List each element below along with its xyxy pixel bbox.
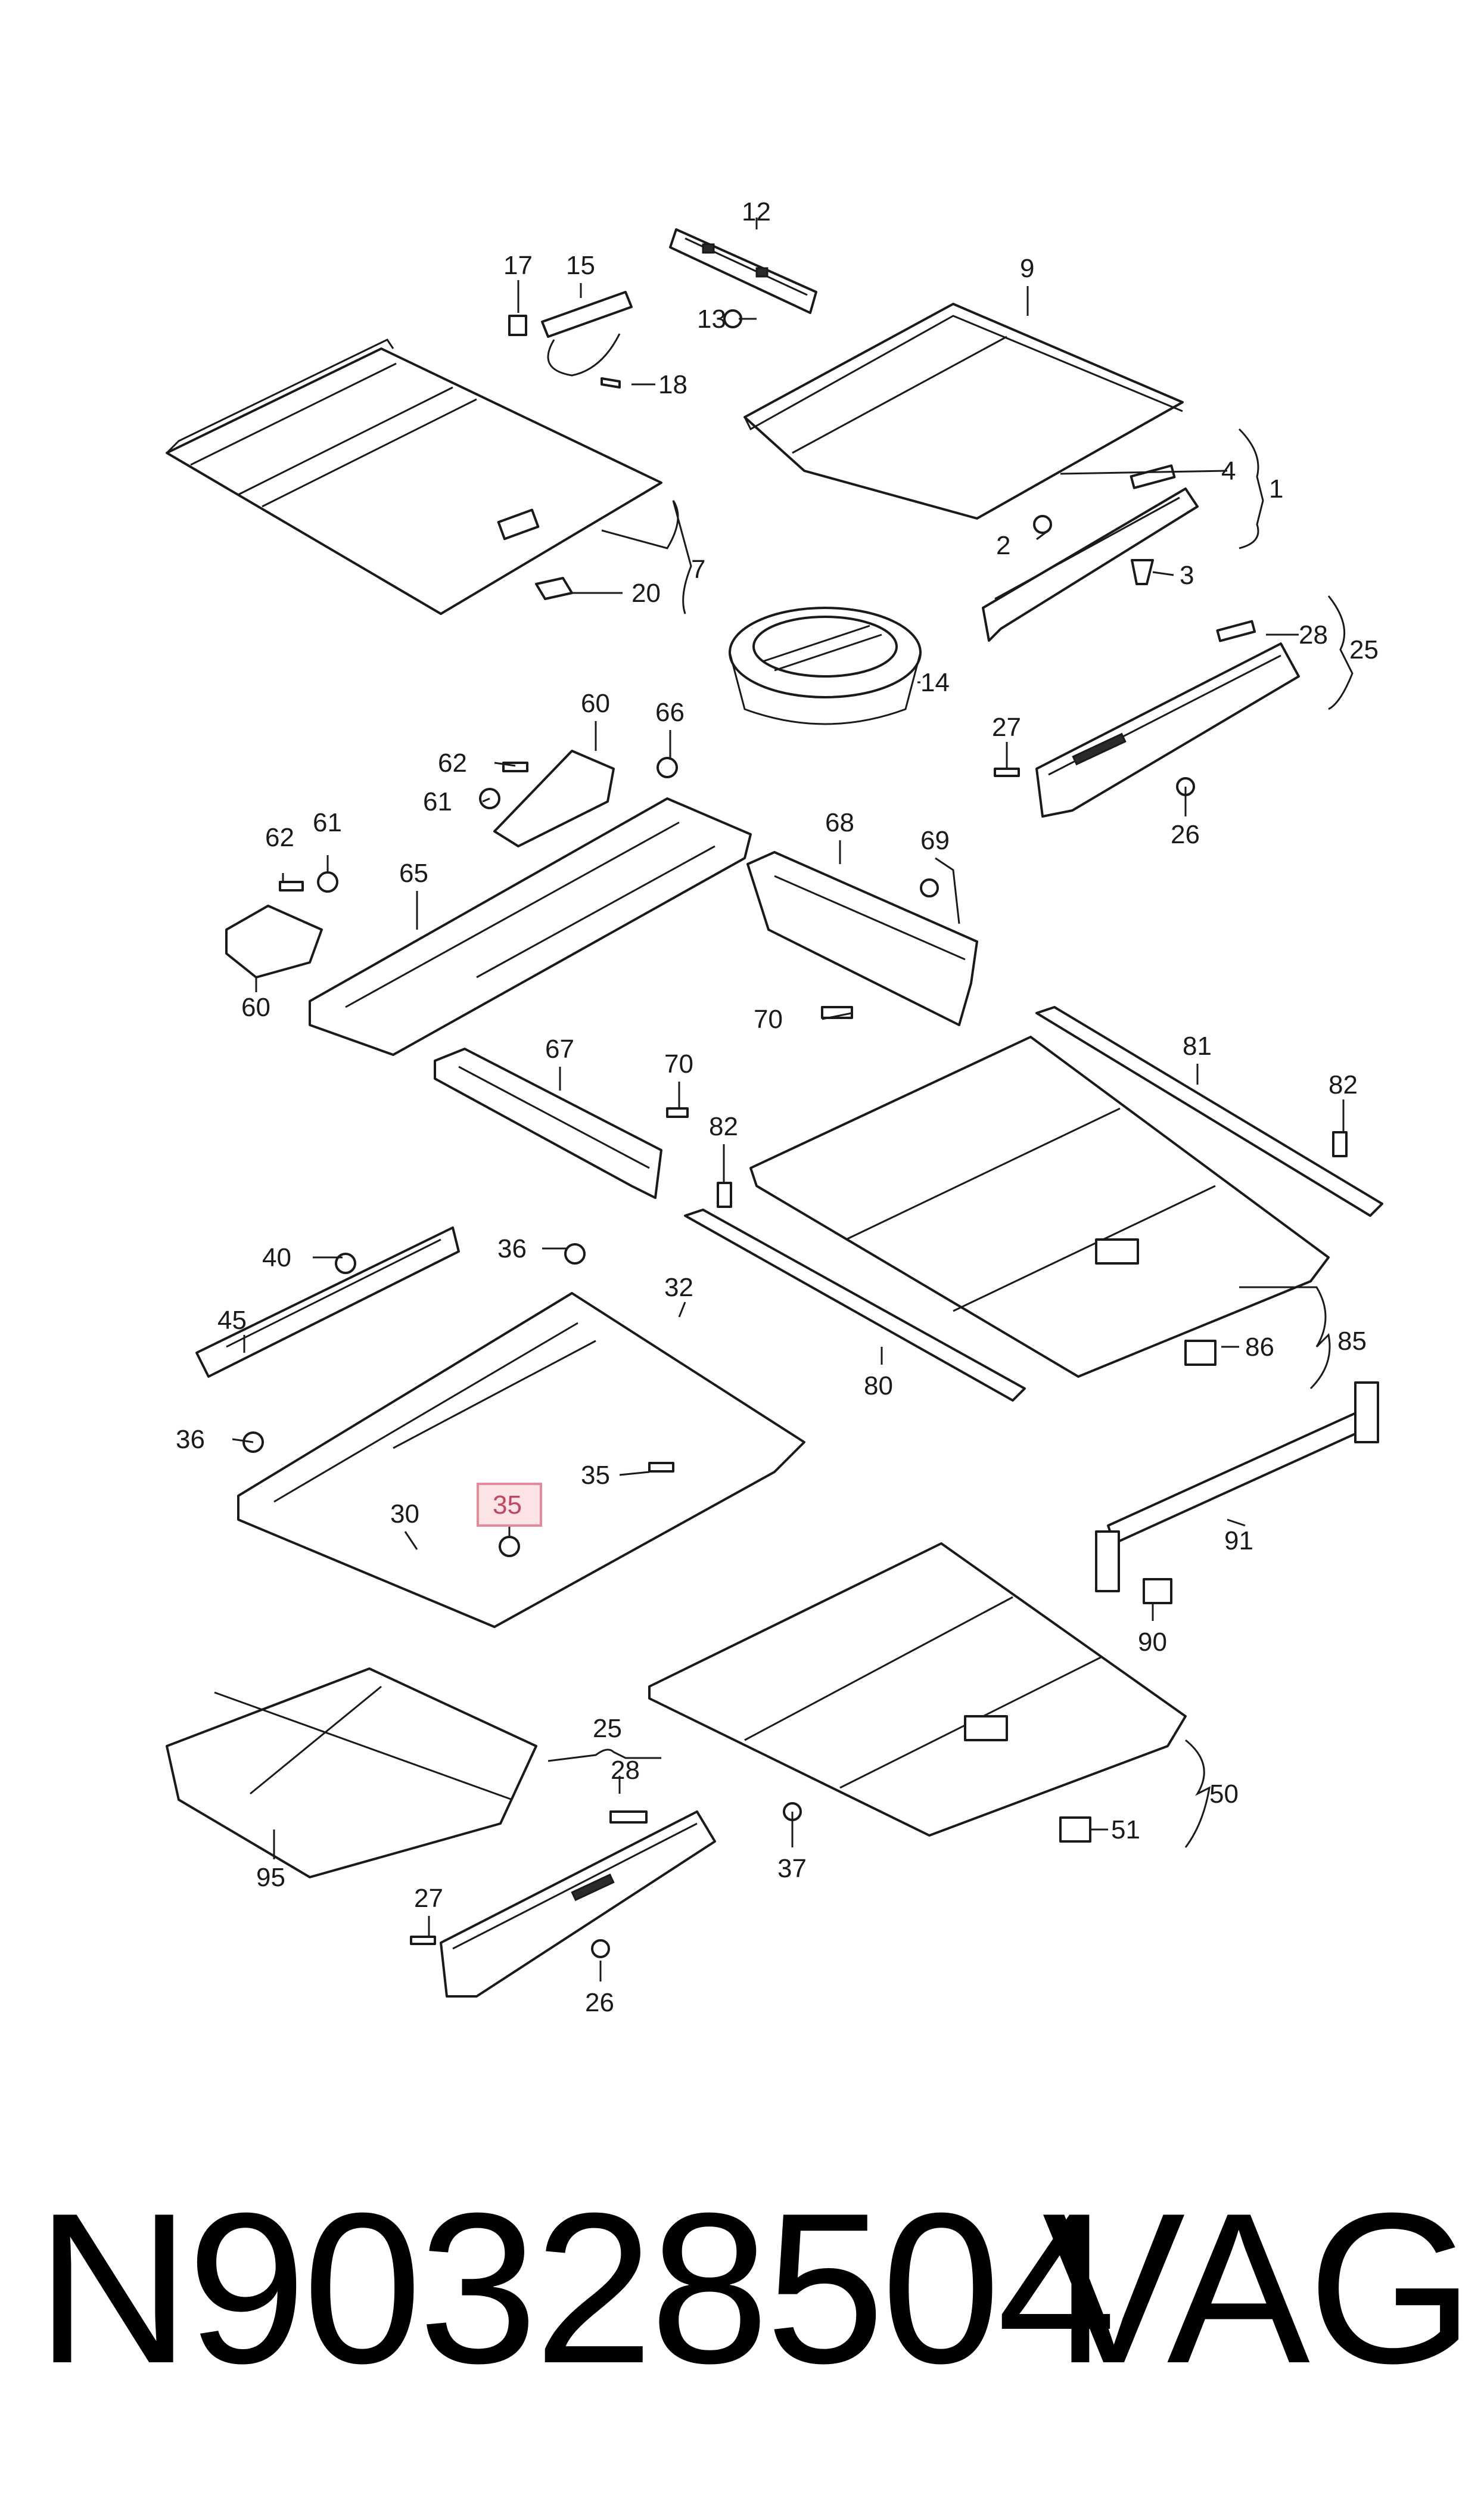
part-12-rail	[669, 228, 817, 328]
part-number: N90328504	[36, 2169, 1116, 2408]
callout-82b: 82	[709, 1112, 738, 1141]
callout-90: 90	[1138, 1627, 1167, 1657]
part-9-cover-panel	[743, 303, 1184, 520]
part-15-handle	[508, 291, 633, 389]
callout-14: 14	[920, 668, 950, 697]
part-67-rail	[434, 1048, 689, 1199]
callout-36a: 36	[497, 1234, 527, 1263]
callout-60b: 60	[241, 993, 270, 1022]
part-95-mat	[166, 1667, 537, 1878]
callout-26b: 26	[585, 1988, 614, 2017]
part-50-floor-panel	[648, 1542, 1187, 1843]
callout-2: 2	[996, 531, 1010, 560]
callout-32: 32	[664, 1273, 693, 1302]
callout-91: 91	[1224, 1526, 1253, 1555]
callout-28b: 28	[611, 1756, 640, 1785]
callout-18: 18	[658, 370, 687, 399]
part-80-rail	[684, 1182, 1026, 1402]
callout-45: 45	[217, 1306, 247, 1335]
part-25-sill-trim-upper	[994, 620, 1300, 818]
part-81-rail	[1035, 1006, 1383, 1217]
callout-7: 7	[691, 555, 705, 584]
callout-labels: 17 15 18 12 13 9 4 1 2 3 7 20 14 28 25 2…	[176, 197, 1379, 2017]
callout-25a: 25	[1349, 635, 1379, 664]
callout-13: 13	[697, 305, 726, 334]
callout-65: 65	[399, 859, 428, 888]
callout-62b: 62	[265, 823, 294, 852]
callout-9: 9	[1020, 254, 1034, 283]
callout-66: 66	[655, 698, 685, 727]
brand-label: VAG	[1042, 2169, 1474, 2408]
callout-36b: 36	[176, 1425, 205, 1454]
part-91-rod	[1095, 1381, 1379, 1604]
callout-3: 3	[1180, 561, 1194, 590]
part-60-bracket-upper	[479, 750, 615, 847]
part-85-load-floor	[749, 1036, 1330, 1378]
callout-1: 1	[1269, 474, 1283, 504]
leader-lines	[232, 218, 1354, 1981]
callout-62a: 62	[438, 748, 467, 778]
callout-25b: 25	[593, 1714, 622, 1743]
callout-61b: 61	[313, 808, 342, 837]
callout-4: 4	[1221, 456, 1236, 486]
exploded-parts-diagram: 17 15 18 12 13 9 4 1 2 3 7 20 14 28 25 2…	[166, 197, 1383, 2017]
callout-67: 67	[545, 1035, 574, 1064]
callout-35a: 35	[581, 1461, 610, 1490]
highlighted-callout-35: 35	[477, 1483, 542, 1527]
callout-20: 20	[631, 579, 661, 608]
part-32-crossmember	[237, 1243, 805, 1628]
callout-27b: 27	[414, 1884, 443, 1913]
callout-27a: 27	[992, 713, 1021, 742]
callout-80: 80	[864, 1371, 893, 1400]
part-45-bracket	[195, 1226, 460, 1378]
part-25-sill-trim-lower	[410, 1810, 716, 1998]
callout-28a: 28	[1299, 620, 1328, 650]
callout-35b: 35	[493, 1490, 522, 1520]
callout-82a: 82	[1329, 1070, 1358, 1099]
callout-70a: 70	[754, 1005, 783, 1034]
callout-81: 81	[1183, 1032, 1212, 1061]
callout-40: 40	[262, 1243, 291, 1272]
part-7-floor-panel	[166, 338, 662, 615]
callout-17: 17	[503, 251, 533, 280]
callout-60a: 60	[581, 689, 610, 718]
callout-69: 69	[920, 826, 950, 855]
callout-86: 86	[1245, 1333, 1274, 1362]
part-65-crossmember	[309, 757, 752, 1056]
callout-26a: 26	[1171, 820, 1200, 849]
part-60-bracket-lower	[225, 871, 338, 979]
callout-51: 51	[1111, 1815, 1140, 1844]
callout-50: 50	[1209, 1779, 1239, 1809]
callout-37: 37	[777, 1854, 807, 1883]
callout-15: 15	[566, 251, 595, 280]
callout-68: 68	[825, 808, 854, 837]
part-1-trim	[982, 464, 1199, 642]
callout-61a: 61	[423, 787, 452, 816]
callout-70b: 70	[664, 1049, 693, 1079]
callout-95: 95	[256, 1863, 285, 1892]
part-68-rail	[746, 851, 978, 1026]
callout-30: 30	[390, 1499, 419, 1529]
part-20-cover	[535, 577, 573, 600]
callout-12: 12	[742, 197, 771, 226]
part-14-wheel-well	[729, 607, 922, 725]
callout-85: 85	[1337, 1327, 1367, 1356]
footer: N90328504 VAG	[0, 2157, 1484, 2467]
